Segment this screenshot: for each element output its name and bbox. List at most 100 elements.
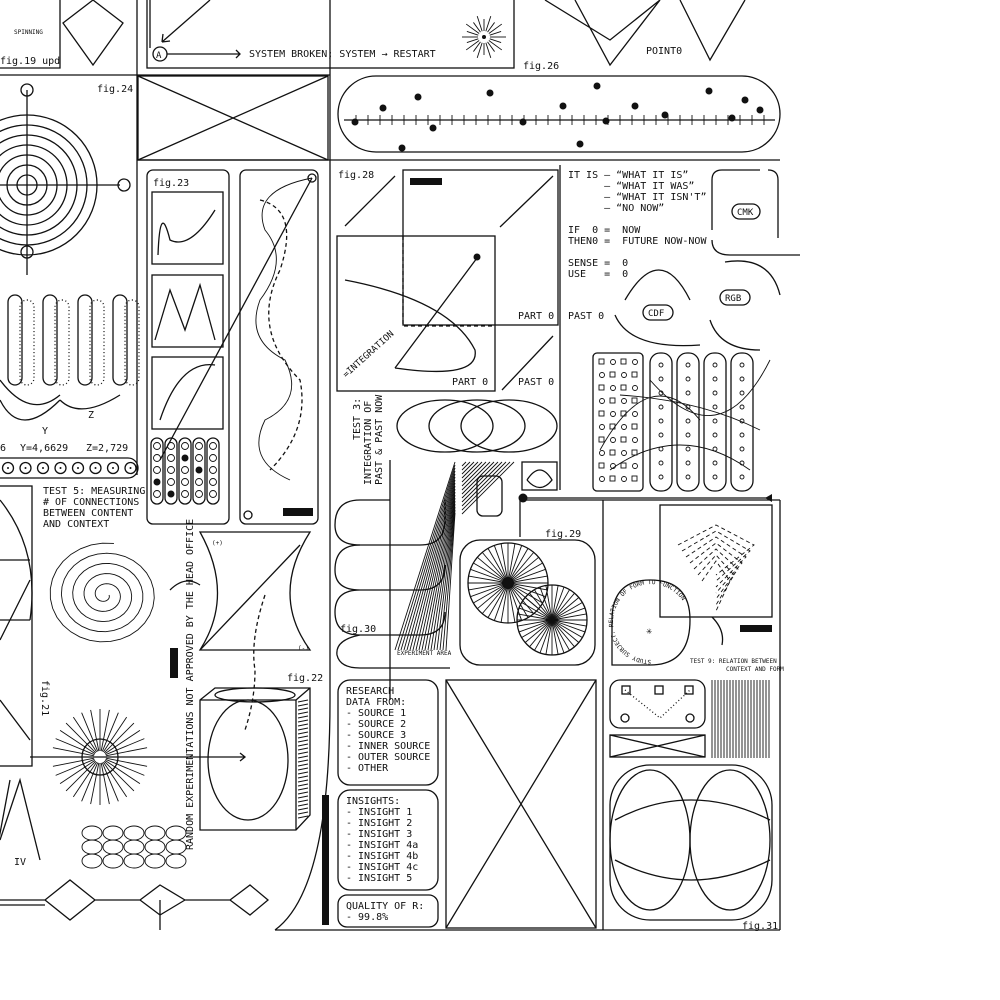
peg [685, 376, 691, 382]
fig29-panel: fig.29 [459, 493, 772, 666]
fan-spoke [551, 589, 570, 621]
data-point [519, 118, 527, 126]
sun-ray [90, 762, 100, 805]
peg [209, 478, 217, 486]
fan-spoke [529, 592, 553, 621]
fan-spoke [507, 582, 543, 604]
axis-z-label: Z [88, 410, 94, 421]
fan-spoke [473, 582, 509, 604]
layer-chevron [681, 530, 751, 582]
peg [685, 390, 691, 396]
peg [195, 490, 203, 498]
hex-bolt [71, 461, 85, 475]
peg-column [206, 437, 220, 505]
hatch-line [297, 807, 309, 811]
it-is-line: IT IS – “WHAT IT IS” [568, 170, 688, 181]
fig22-panel: (+) (-) fig.22 RANDOM EXPERIMENTATIONS N… [30, 519, 329, 925]
fan-spoke [507, 552, 535, 584]
peg [195, 478, 203, 486]
burst-center [482, 35, 486, 39]
peg [181, 490, 189, 498]
peg [621, 398, 627, 404]
hex-bolt-center [112, 467, 114, 469]
hatch-line [461, 461, 467, 467]
peg [598, 384, 605, 391]
research-line: RESEARCH [346, 686, 394, 697]
sun-ray [72, 761, 98, 798]
past-line: PAST 0 [568, 311, 604, 322]
peg [712, 474, 718, 480]
node-a-label: A [156, 51, 162, 61]
hatch-line [412, 479, 456, 651]
peg [739, 474, 745, 480]
burst-ray [465, 23, 480, 34]
burst-ray [466, 31, 479, 36]
peg [181, 454, 189, 462]
fan-spoke [518, 607, 553, 621]
sun-ray [59, 759, 96, 785]
fan-spoke [551, 619, 565, 654]
hatch-line [297, 787, 309, 791]
hatch-line [297, 799, 309, 803]
fan-spoke [507, 582, 546, 598]
peg [181, 442, 189, 450]
layer-chevron [689, 542, 743, 594]
peg-column [730, 352, 754, 492]
hex-bolt [19, 461, 32, 475]
y-coord: Y=4,6629 [20, 443, 68, 454]
hatch-line [461, 461, 495, 495]
insights-box [337, 789, 439, 891]
fan-spoke [507, 548, 529, 584]
sun-ray [65, 722, 97, 754]
peg [658, 418, 664, 424]
hatch-line [297, 699, 309, 703]
fig22-label: fig.22 [287, 673, 323, 684]
layer-chevron [701, 560, 731, 612]
peg [209, 490, 217, 498]
fan-spoke [551, 602, 583, 621]
past-label: PAST 0 [518, 377, 554, 388]
fan-spoke [551, 619, 586, 633]
z-coord: Z=2,729 [86, 443, 128, 454]
peg [658, 446, 664, 452]
peg [712, 418, 718, 424]
hatch-line [297, 775, 309, 779]
hatch-line [397, 464, 456, 651]
peg [598, 462, 605, 469]
peg [739, 390, 745, 396]
data-point [705, 87, 713, 95]
hatch-line [297, 735, 309, 739]
hatch-line [394, 461, 456, 651]
test5-line: TEST 5: MEASURING [43, 486, 145, 497]
hatch-line [406, 473, 456, 651]
data-point [429, 124, 437, 132]
peg [658, 404, 664, 410]
peg [631, 371, 638, 378]
fig28-panel: fig.28 PART 0 PART 0 PAST 0 =INTEGRATION [336, 169, 559, 392]
fan-spoke [551, 619, 583, 638]
peg [167, 454, 175, 462]
hatch-line [297, 803, 309, 807]
asterisk-icon: ✳ [646, 626, 652, 637]
fan-spoke [507, 568, 546, 584]
peg [631, 475, 638, 482]
starburst-icon [462, 15, 506, 59]
hatch-line [461, 461, 499, 499]
data-point [486, 89, 494, 97]
oval [165, 853, 187, 869]
hatch-line [297, 711, 309, 715]
layer-chevron [697, 554, 735, 606]
fan-spoke [539, 619, 553, 654]
research-line: - INNER SOURCE [346, 741, 430, 752]
fan-spoke [507, 582, 535, 614]
cmk-badge [731, 203, 761, 220]
peg [181, 466, 189, 474]
fig23-label: fig.23 [153, 178, 189, 189]
fan-spoke [551, 619, 580, 643]
oval [81, 853, 103, 869]
fan-spoke [470, 568, 509, 584]
fan-spoke [539, 586, 553, 621]
peg [599, 398, 605, 404]
diamond-shape [62, 0, 124, 67]
peg [712, 376, 718, 382]
